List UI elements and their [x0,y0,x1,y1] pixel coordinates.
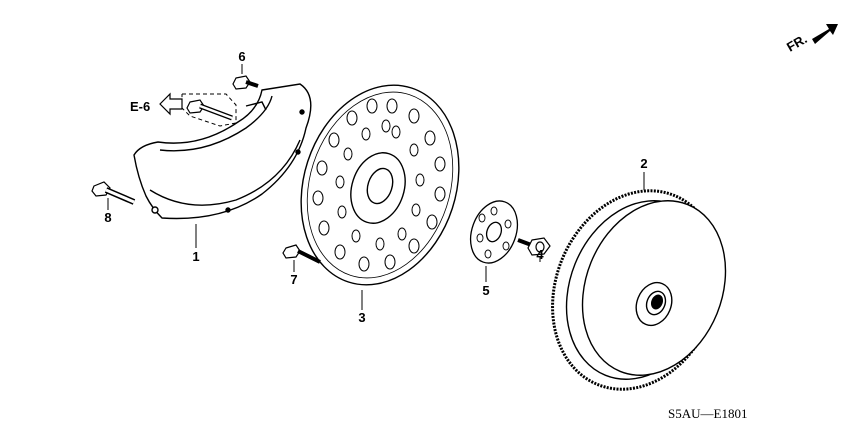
bolt-part-4 [517,237,551,256]
hollow-arrow-left-icon [159,92,183,116]
callout-8: 8 [104,210,111,225]
callout-2: 2 [640,156,647,171]
shield-part [133,83,312,220]
diagram-code: S5AU—E1801 [668,406,747,421]
torque-converter-part [551,189,727,391]
bolt-part-6 [232,75,259,90]
front-arrow-icon [812,24,838,44]
callout-1: 1 [192,249,199,264]
reference-bolt [186,99,233,121]
callout-7: 7 [290,272,297,287]
callout-3: 3 [358,310,365,325]
drive-plate-part [300,84,460,286]
plate-part-5 [469,200,519,264]
callout-6: 6 [238,49,245,64]
reference-callout: E-6 [130,92,237,127]
reference-label: E-6 [130,99,150,114]
bolt-part-8 [91,181,136,205]
callout-4: 4 [536,247,544,262]
front-direction-marker: FR. [784,24,838,55]
callout-5: 5 [482,283,489,298]
front-direction-label: FR. [784,31,810,54]
bolt-part-7 [282,244,321,264]
